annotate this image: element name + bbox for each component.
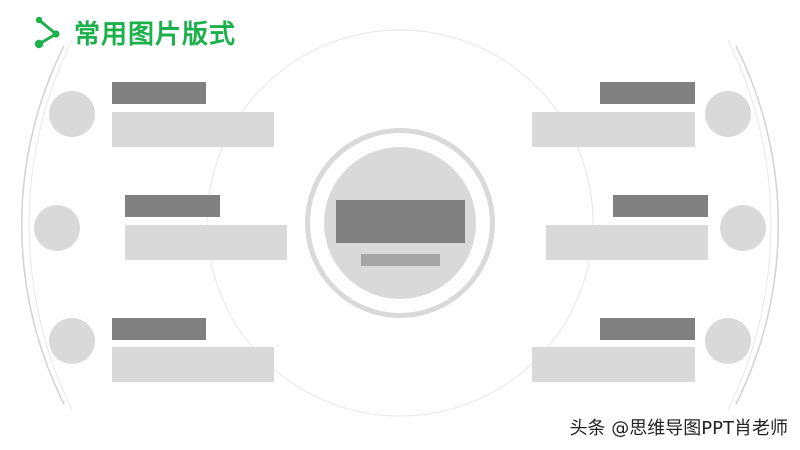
center-subtitle-placeholder: [361, 254, 440, 266]
text-placeholder-right-1: [532, 112, 695, 147]
label-placeholder-right-2: [613, 195, 708, 217]
text-placeholder-left-2: [125, 225, 287, 260]
label-placeholder-right-3: [600, 318, 695, 340]
watermark-text: 头条 @思维导图PPT肖老师: [569, 418, 788, 439]
text-placeholder-left-3: [112, 347, 274, 382]
node-circle-left-3: [49, 318, 95, 364]
node-circle-left-2: [34, 205, 80, 251]
share-nodes-icon: [34, 16, 60, 49]
center-title-placeholder: [336, 200, 465, 243]
label-placeholder-left-1: [112, 82, 206, 104]
label-placeholder-left-2: [125, 195, 220, 217]
text-placeholder-right-3: [532, 347, 695, 382]
label-placeholder-left-3: [112, 318, 206, 340]
node-circle-right-3: [705, 318, 751, 364]
node-circle-right-1: [705, 91, 751, 137]
label-placeholder-right-1: [600, 82, 695, 104]
text-placeholder-right-2: [546, 225, 708, 260]
page-title: 常用图片版式: [74, 19, 237, 50]
page-header: 常用图片版式: [34, 14, 236, 50]
node-circle-right-2: [720, 205, 766, 251]
node-circle-left-1: [49, 91, 95, 137]
text-placeholder-left-1: [112, 112, 274, 147]
